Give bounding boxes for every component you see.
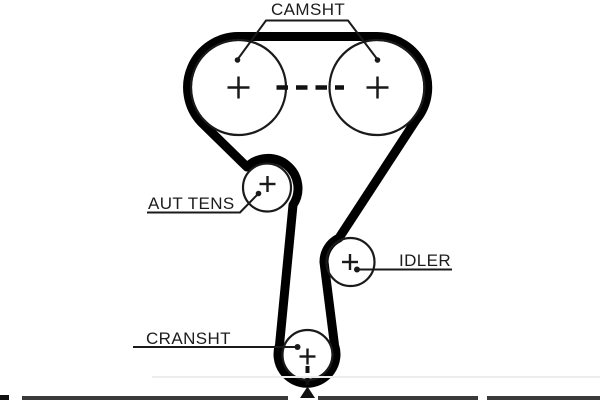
timing-mark-arrow-icon — [300, 386, 315, 398]
scan-artifact-line — [152, 376, 600, 378]
tensioner-center-cross-icon — [259, 176, 276, 192]
crankshaft-leader-dot — [294, 344, 301, 350]
scan-artifact-strip — [22, 396, 288, 400]
camshaft-left-leader-dot — [234, 57, 241, 63]
timing-belt — [183, 32, 433, 388]
idler-label: IDLER — [399, 251, 452, 270]
auto-tensioner-label: AUT TENS — [148, 194, 235, 213]
scan-artifact-strip — [487, 396, 600, 400]
camshaft-leader-lines — [236, 19, 379, 61]
crankshaft-center-cross-icon — [299, 348, 316, 365]
tensioner-leader-line — [147, 192, 260, 214]
idler-pulley — [325, 236, 376, 288]
camshaft-right-pulley — [328, 38, 426, 137]
crankshaft-label: CRANSHT — [146, 329, 231, 348]
idler-center-cross-icon — [342, 254, 358, 270]
tensioner-leader-dot — [255, 190, 262, 197]
camshaft-right-leader-dot — [374, 57, 381, 63]
scan-artifact-strip — [318, 396, 478, 400]
camshaft-label: CAMSHT — [271, 0, 346, 19]
tensioner-pulley — [241, 162, 293, 213]
idler-leader-dot — [354, 266, 360, 273]
camshaft-right-center-cross-icon — [366, 76, 389, 99]
scan-artifact-strip — [0, 395, 9, 400]
camshaft-left-center-cross-icon — [227, 76, 250, 99]
